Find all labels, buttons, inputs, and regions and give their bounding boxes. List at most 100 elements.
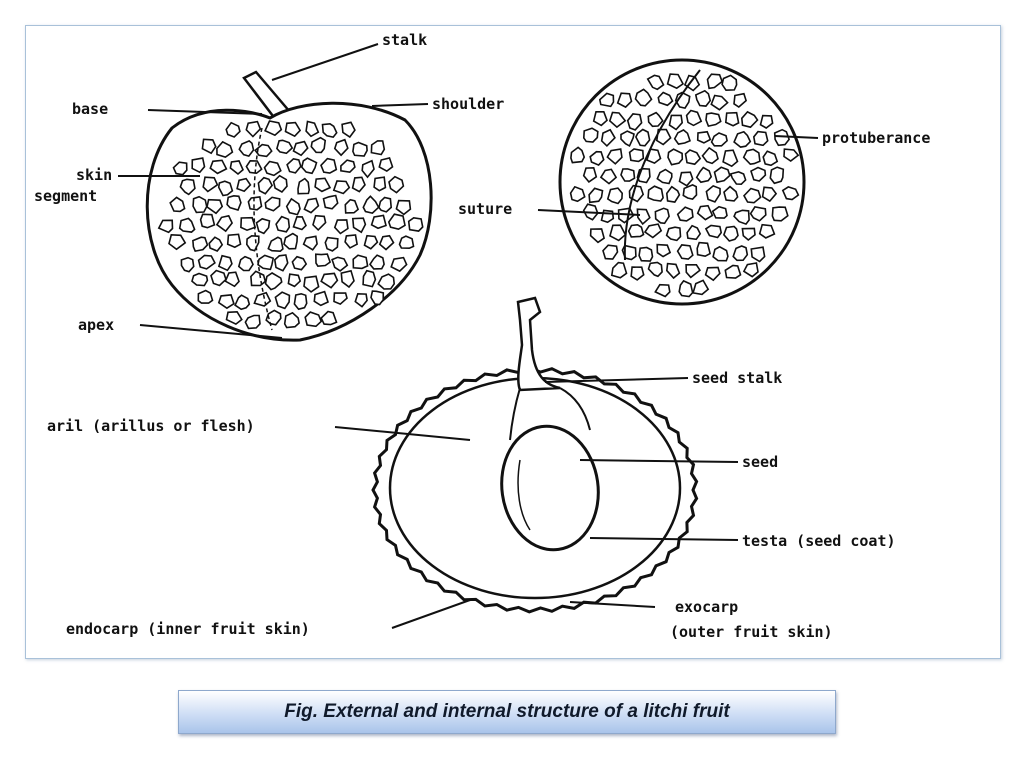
skin-cell: [303, 275, 320, 293]
label-apex: apex: [78, 316, 114, 334]
skin-cell: [758, 223, 776, 239]
skin-cell: [191, 157, 206, 174]
skin-cell: [570, 146, 586, 164]
skin-cell: [340, 269, 355, 289]
skin-cell: [344, 198, 360, 214]
skin-cell: [781, 186, 800, 201]
skin-cell: [769, 166, 785, 185]
skin-cell: [674, 91, 691, 110]
skin-cell: [749, 206, 767, 222]
skin-cell: [657, 91, 674, 107]
skin-cell: [732, 245, 749, 262]
skin-cell: [713, 166, 731, 184]
skin-cell: [320, 310, 338, 326]
skin-cell: [352, 254, 369, 270]
skin-cell: [668, 114, 684, 131]
suture-line-left: [253, 127, 273, 331]
skin-cell: [608, 111, 627, 129]
skin-cell: [569, 185, 586, 203]
skin-cell: [600, 209, 615, 224]
skin-cell: [172, 161, 188, 176]
skin-cell: [701, 146, 719, 165]
skin-cell: [236, 177, 252, 193]
skin-cell: [180, 256, 195, 273]
skin-cell: [656, 168, 673, 185]
skin-cell: [673, 129, 691, 145]
skin-cell: [333, 138, 349, 157]
exocarp-outline: [371, 366, 699, 614]
leader-lines: [118, 43, 819, 629]
skin-cell: [627, 223, 645, 238]
skin-cell: [283, 232, 299, 250]
skin-cell: [750, 166, 767, 182]
skin-cell: [314, 253, 332, 268]
skin-cell: [217, 180, 234, 197]
labels: stalk base shoulder skin segment apex su…: [34, 31, 930, 641]
skin-cell: [264, 196, 281, 212]
skin-cell: [361, 159, 375, 179]
skin-cell: [733, 92, 748, 109]
skin-cell: [305, 120, 320, 138]
suture-line-right: [623, 69, 701, 261]
skin-cell: [729, 171, 747, 186]
skin-cell: [373, 176, 387, 192]
skin-cell: [168, 233, 187, 251]
skin-cell: [665, 226, 682, 242]
skin-cell: [304, 311, 323, 328]
skin-cell: [332, 180, 351, 195]
skin-cell: [610, 261, 628, 279]
skin-cell: [224, 271, 240, 288]
skin-cell: [761, 186, 778, 203]
skin-cell: [264, 272, 283, 291]
skin-cell: [692, 279, 710, 296]
skin-cell: [634, 88, 653, 107]
skin-cell: [706, 73, 724, 90]
skin-cell: [310, 136, 327, 154]
skin-cell: [293, 292, 308, 311]
skin-cell: [197, 289, 214, 304]
skin-cell: [209, 159, 228, 175]
label-shoulder: shoulder: [432, 95, 504, 113]
skin-cell: [387, 213, 406, 231]
skin-cell: [274, 291, 291, 310]
skin-cell: [771, 206, 789, 222]
skin-cell: [291, 255, 308, 271]
skin-cell: [378, 196, 393, 213]
skin-cell: [287, 273, 302, 288]
skin-cell: [179, 178, 196, 196]
skin-cell: [635, 128, 651, 147]
skin-cell: [695, 166, 713, 184]
skin-cell: [722, 225, 739, 242]
fruit-cross-section: [371, 296, 699, 614]
skin-cell: [362, 269, 377, 288]
skin-cell: [324, 236, 339, 252]
label-endocarp: endocarp (inner fruit skin): [66, 620, 310, 638]
skin-cells-right: [569, 73, 800, 298]
label-protuberance: protuberance: [822, 129, 930, 147]
skin-cell: [197, 254, 216, 270]
skin-cell: [199, 213, 216, 229]
skin-cell: [192, 195, 208, 214]
skin-cell: [321, 122, 338, 138]
skin-cell: [710, 132, 728, 147]
skin-cell: [711, 205, 728, 219]
skin-cell: [676, 206, 694, 222]
label-testa: testa (seed coat): [742, 532, 896, 550]
skin-cell: [733, 209, 750, 226]
skin-cell: [216, 140, 234, 158]
skin-cell: [340, 159, 356, 174]
skin-cell: [215, 214, 234, 233]
skin-cell: [333, 292, 348, 306]
skin-cell: [210, 269, 227, 287]
skin-cell: [191, 272, 209, 287]
skin-cell: [244, 314, 261, 330]
skin-cell: [724, 111, 740, 127]
label-exocarp: exocarp: [675, 598, 738, 616]
seed-stalk-shape: [516, 296, 561, 392]
skin-cell: [626, 113, 643, 131]
skin-cell: [743, 187, 762, 204]
skin-cell: [678, 171, 694, 187]
skin-cell: [275, 215, 291, 233]
skin-cell: [620, 168, 636, 182]
